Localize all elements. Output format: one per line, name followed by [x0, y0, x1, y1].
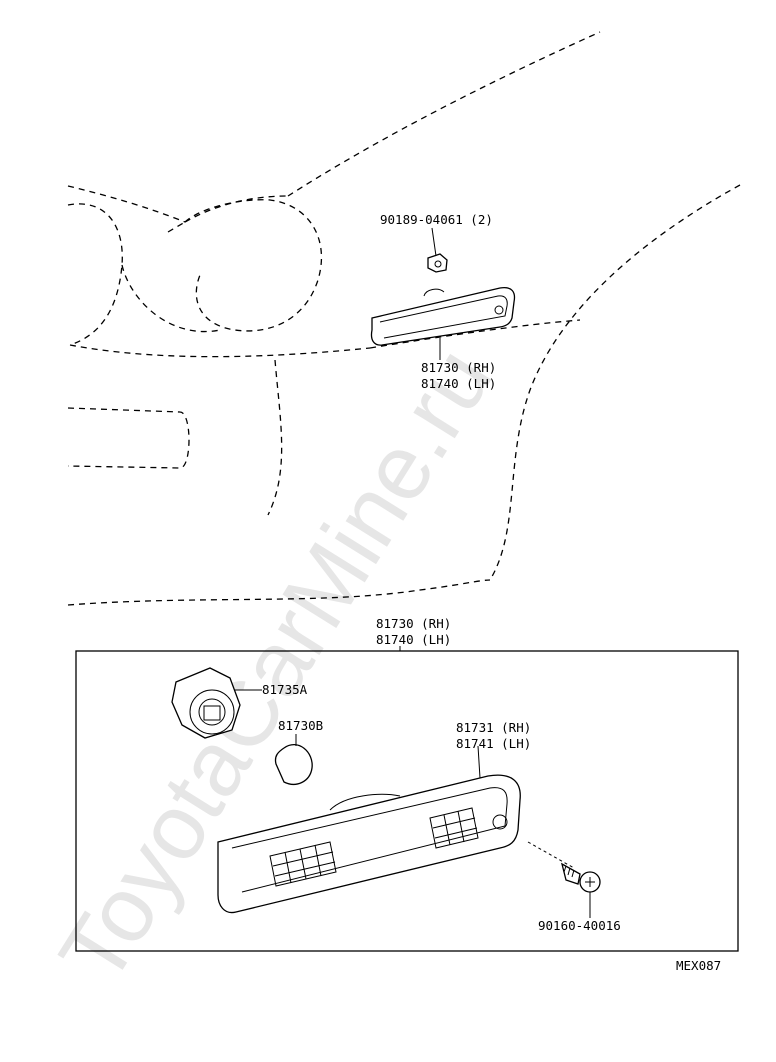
side-marker-lamp-upper	[370, 286, 516, 346]
upper-lamp-lh-callout: 81740 (LH)	[421, 376, 496, 391]
diagram-code: MEX087	[676, 958, 721, 973]
lens-grid-left	[269, 841, 337, 887]
vehicle-outline	[67, 31, 741, 606]
screw-part	[561, 862, 601, 893]
bulb-callout: 81730B	[278, 718, 323, 733]
lens-rh-callout: 81731 (RH)	[456, 720, 531, 735]
assembly-rh-callout: 81730 (RH)	[376, 616, 451, 631]
lens-lh-callout: 81741 (LH)	[456, 736, 531, 751]
assembly-lh-callout: 81740 (LH)	[376, 632, 451, 647]
socket-part	[171, 667, 241, 739]
bulb-part	[274, 744, 313, 785]
assembly-frame	[75, 650, 739, 952]
lens-part	[217, 774, 521, 914]
clip-callout: 90189-04061 (2)	[380, 212, 493, 227]
lens-grid-right	[429, 807, 479, 849]
screw-callout: 90160-40016	[538, 918, 621, 933]
socket-callout: 81735A	[262, 682, 308, 697]
clip-part	[427, 253, 448, 273]
upper-lamp-rh-callout: 81730 (RH)	[421, 360, 496, 375]
